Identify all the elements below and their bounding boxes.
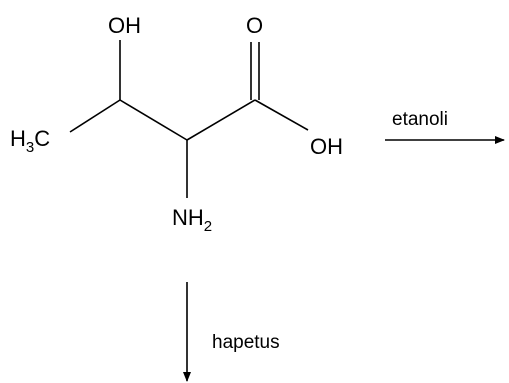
methyl-label: H3C [10,126,50,156]
arrow-right-condition: etanoli [392,109,448,130]
bond-carbinol-to-alpha [119,99,188,141]
reaction-arrow-right: etanoli [385,109,505,144]
bond-methyl-to-carbinol [69,99,121,133]
amino-subscript: 2 [204,218,212,235]
bond-alpha-to-carboxyl [186,99,256,141]
methyl-c: C [34,126,50,151]
bond-carboxyl-to-oh [254,99,309,131]
acid-oh-label: OH [310,134,343,159]
methyl-subscript: 3 [26,139,34,156]
reaction-arrow-down: hapetus [183,282,280,382]
threonine-structure [69,40,309,198]
amino-label: NH2 [172,205,212,235]
arrow-down-condition: hapetus [212,332,280,353]
hydroxyl-label: OH [108,13,141,38]
carbonyl-oxygen-label: O [246,13,263,38]
methyl-h: H [10,126,26,151]
amino-nh: NH [172,205,204,230]
